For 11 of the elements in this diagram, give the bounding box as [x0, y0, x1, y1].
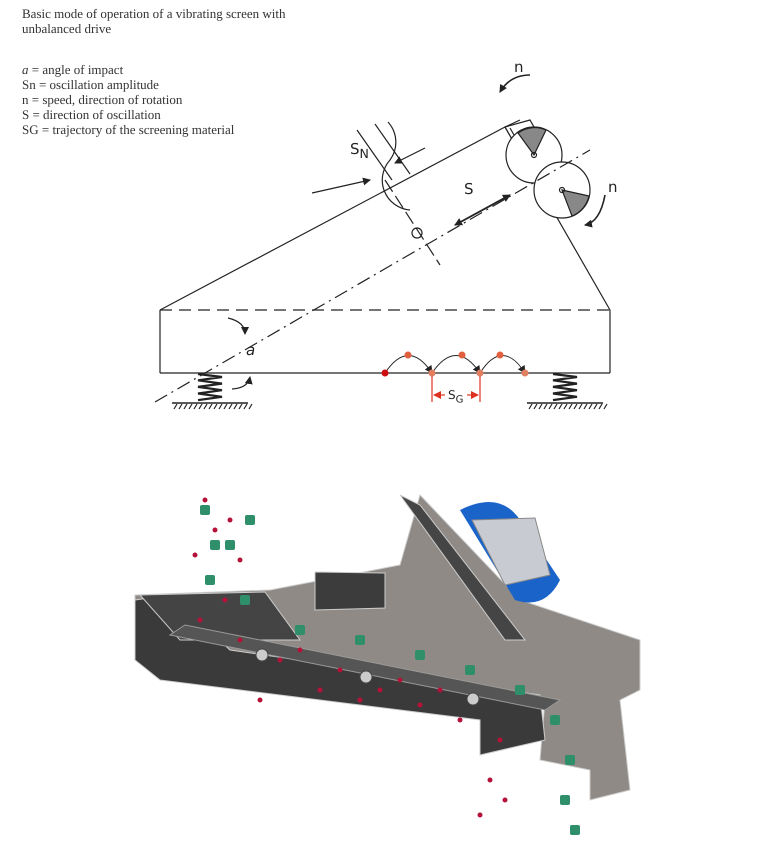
symbol-label: n	[514, 58, 524, 76]
symbol-label: n	[608, 178, 618, 196]
diagram-title: Basic mode of operation of a vibrating screen with unbalanced drive	[22, 6, 287, 36]
legend-entry: n = speed, direction of rotation	[22, 92, 182, 107]
symbol-label: S	[464, 180, 474, 198]
symbol-label: S$_{N}$	[350, 140, 369, 161]
legend-entry: SG = trajectory of the screening material	[22, 122, 234, 137]
legend-entry: Sn = oscillation amplitude	[22, 77, 159, 92]
legend-entry: S = direction of oscillation	[22, 107, 161, 122]
symbol-label: S$_{G}$	[448, 388, 464, 406]
legend-entry: a = angle of impact	[22, 62, 124, 77]
